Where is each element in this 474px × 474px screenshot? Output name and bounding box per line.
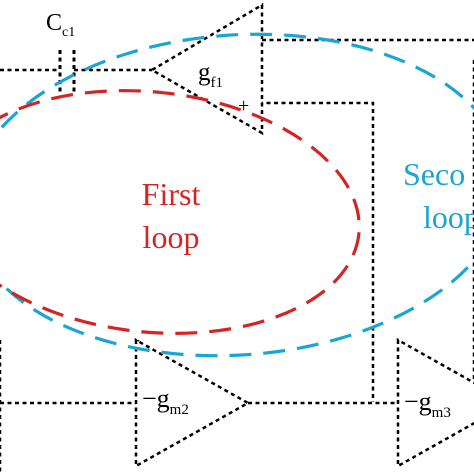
amplifier-gm3-triangle	[396, 337, 474, 469]
amplifier-gm3: −gm3	[396, 337, 474, 469]
second-loop-label-line2: loop	[423, 199, 474, 235]
amplifier-gm2-triangle	[134, 337, 251, 469]
first-loop-ellipse	[0, 89, 361, 335]
wire-gf1-plus-feedback	[244, 101, 375, 402]
second-loop-ellipse	[0, 32, 474, 358]
capacitor-cc1: Cc1	[46, 10, 76, 95]
amplifier-gm2-label: −gm2	[142, 384, 189, 418]
amplifier-gf1-label: gf1	[198, 59, 223, 91]
second-loop-label-line1: Seco	[403, 156, 465, 192]
amplifier-gf1-plus-sign: +	[238, 95, 249, 117]
second-loop-label: Seco loop	[403, 156, 474, 235]
first-loop-label-line1: First	[142, 176, 201, 212]
capacitor-label: Cc1	[46, 10, 75, 40]
amplifier-gm2: −gm2	[134, 337, 251, 469]
first-loop-label: First loop	[142, 176, 201, 255]
amplifier-gm3-label: −gm3	[404, 387, 451, 421]
amplifier-gf1: gf1 +	[149, 2, 264, 136]
first-loop-label-line2: loop	[143, 219, 200, 255]
